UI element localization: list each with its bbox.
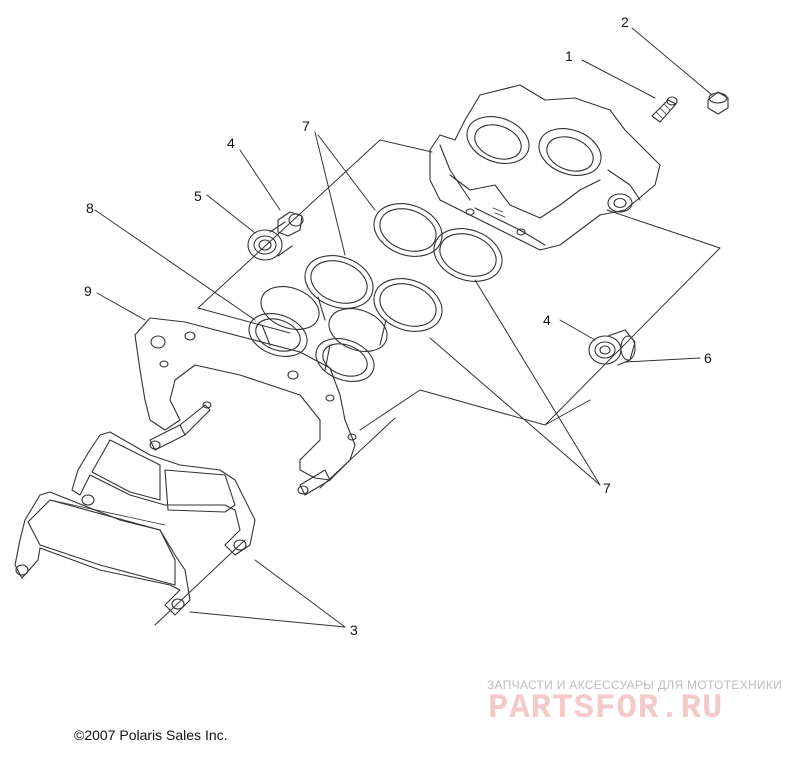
callout-1: 1 (565, 48, 573, 64)
callout-2: 2 (621, 14, 629, 30)
seal-rings (304, 203, 503, 332)
mount-bolt-upper (247, 211, 304, 261)
callout-4-upper: 4 (227, 135, 235, 151)
brake-pad-front (14, 491, 191, 616)
callout-3: 3 (350, 622, 358, 638)
callout-4-lower: 4 (543, 312, 551, 328)
copyright-notice: ©2007 Polaris Sales Inc. (74, 727, 228, 743)
bleeder-screw (651, 96, 678, 123)
guide-pins (149, 401, 331, 496)
callout-7-lower: 7 (603, 480, 611, 496)
bleeder-cap (707, 91, 729, 115)
mounting-bracket (134, 317, 357, 481)
callout-8: 8 (86, 200, 94, 216)
watermark-caption: ЗАПЧАСТИ И АКСЕССУАРЫ ДЛЯ МОТОТЕХНИКИ (487, 678, 783, 692)
callout-7-upper: 7 (302, 118, 310, 134)
callout-5: 5 (194, 188, 202, 204)
callout-9: 9 (84, 283, 92, 299)
pistons (248, 286, 388, 382)
caliper-body (429, 84, 661, 251)
mount-bolt-lower (588, 329, 636, 366)
assembly-frame-lines (154, 139, 721, 626)
callout-6: 6 (704, 350, 712, 366)
leader-lines (94, 27, 713, 628)
brake-pad-rear (71, 431, 256, 556)
watermark-logo: PARTSFOR.RU (488, 690, 724, 728)
